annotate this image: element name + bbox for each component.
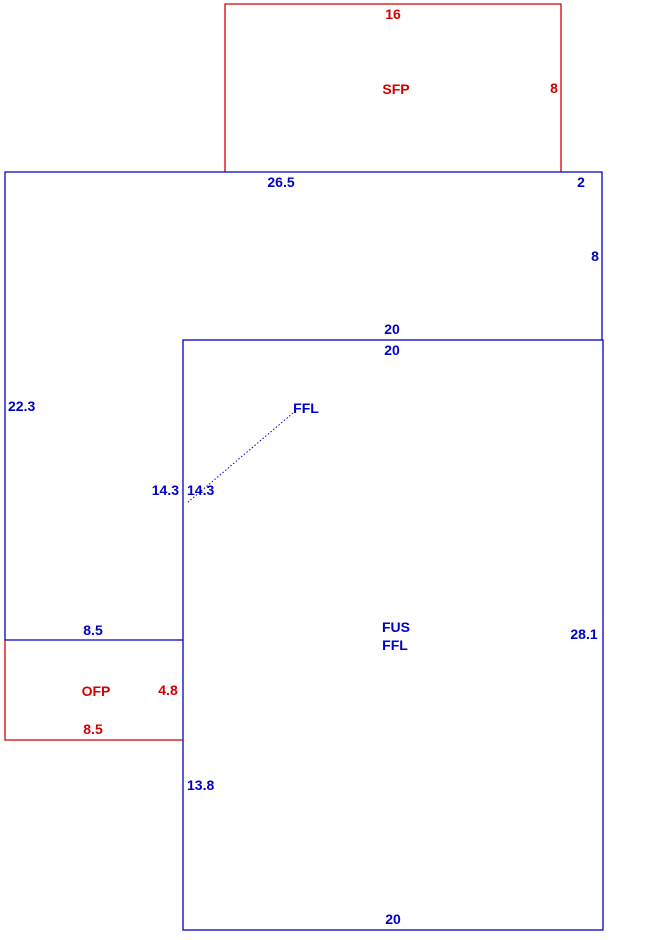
main-left-upper-dimension: 14.3 [187,482,214,498]
upper-living-outline [4,171,603,641]
main-top-dimension: 20 [384,342,400,358]
upper-right-dimension: 8 [591,248,599,264]
main-bottom-dimension: 20 [385,911,401,927]
ofp-right-dimension: 4.8 [158,682,178,698]
upper-top-right-dimension: 2 [577,174,585,190]
upper-bottom-dimension: 8.5 [83,622,103,638]
upper-inner-left-dimension: 14.3 [152,482,179,498]
sfp-outline [224,3,562,172]
upper-top-left-dimension: 26.5 [267,174,294,190]
main-living-outline [182,339,604,931]
ofp-bottom-dimension: 8.5 [83,721,103,737]
upper-left-dimension: 22.3 [8,398,35,414]
ffl-callout-label: FFL [293,400,319,416]
main-area-label-line1: FUS [382,619,410,635]
main-right-dimension: 28.1 [570,626,597,642]
ofp-outline [4,640,183,741]
main-area-label-line2: FFL [382,637,408,653]
sfp-right-dimension: 8 [550,80,558,96]
sfp-area-label: SFP [382,81,409,97]
sfp-top-dimension: 16 [385,6,401,22]
ffl-leader-line [186,412,294,504]
upper-inner-top-dimension: 20 [384,321,400,337]
ofp-area-label: OFP [82,683,111,699]
main-left-lower-dimension: 13.8 [187,777,214,793]
